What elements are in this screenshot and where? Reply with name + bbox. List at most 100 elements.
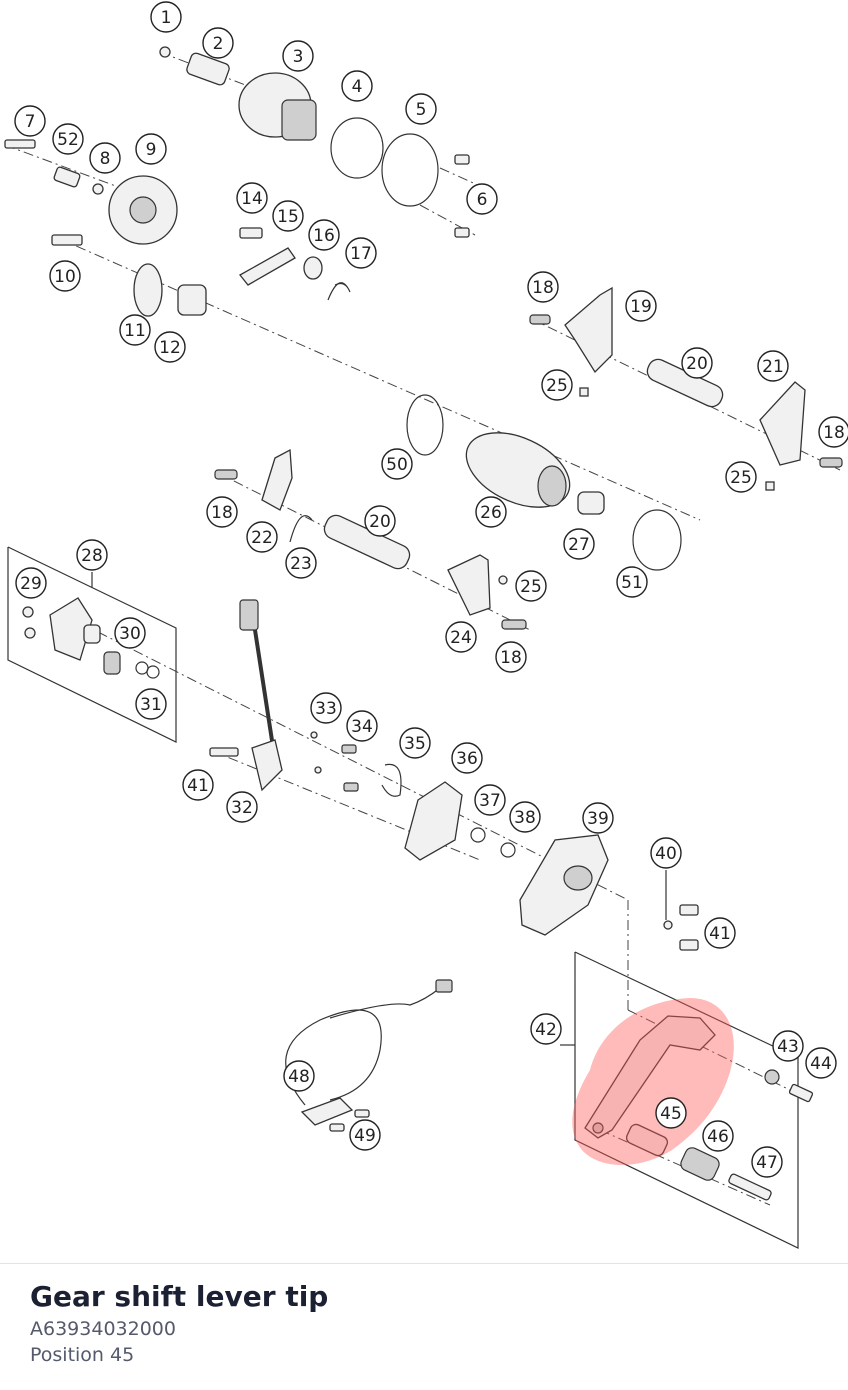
callout-number: 12: [159, 338, 181, 358]
callout-1[interactable]: 1: [150, 1, 182, 33]
callout-18[interactable]: 18: [206, 496, 238, 528]
callout-circle: [509, 801, 541, 833]
callout-32[interactable]: 32: [226, 791, 258, 823]
callout-number: 49: [354, 1126, 376, 1146]
callout-circle: [49, 260, 81, 292]
callout-number: 2: [213, 34, 224, 54]
callout-circle: [246, 521, 278, 553]
callout-50[interactable]: 50: [381, 448, 413, 480]
callout-33[interactable]: 33: [310, 692, 342, 724]
assembly-frames: [7, 546, 799, 1249]
callout-number: 19: [630, 297, 652, 317]
callout-circle: [751, 1146, 783, 1178]
callout-48[interactable]: 48: [283, 1060, 315, 1092]
callout-31[interactable]: 31: [135, 688, 167, 720]
callout-20[interactable]: 20: [681, 347, 713, 379]
callout-number: 21: [762, 357, 784, 377]
callout-26[interactable]: 26: [475, 496, 507, 528]
callout-circle: [625, 290, 657, 322]
callout-number: 27: [568, 535, 590, 555]
callout-36[interactable]: 36: [451, 742, 483, 774]
callout-circle: [119, 314, 151, 346]
callout-circle: [308, 219, 340, 251]
callout-number: 11: [124, 321, 146, 341]
callout-25[interactable]: 25: [725, 461, 757, 493]
part-number: A63934032000: [30, 1318, 176, 1340]
callout-16[interactable]: 16: [308, 219, 340, 251]
callout-10[interactable]: 10: [49, 260, 81, 292]
callout-3[interactable]: 3: [282, 40, 314, 72]
callout-38[interactable]: 38: [509, 801, 541, 833]
callout-number: 22: [251, 528, 273, 548]
callout-15[interactable]: 15: [272, 200, 304, 232]
callout-number: 40: [655, 844, 677, 864]
callout-42[interactable]: 42: [530, 1013, 562, 1045]
callout-43[interactable]: 43: [772, 1030, 804, 1062]
callout-circle: [182, 769, 214, 801]
callout-circle: [445, 621, 477, 653]
callout-14[interactable]: 14: [236, 182, 268, 214]
callout-circle: [451, 742, 483, 774]
callout-number: 48: [288, 1067, 310, 1087]
callout-35[interactable]: 35: [399, 727, 431, 759]
callout-34[interactable]: 34: [346, 710, 378, 742]
callout-24[interactable]: 24: [445, 621, 477, 653]
callout-circle: [15, 567, 47, 599]
callout-41[interactable]: 41: [704, 917, 736, 949]
callout-40[interactable]: 40: [650, 837, 682, 869]
callout-20[interactable]: 20: [364, 505, 396, 537]
callout-number: 18: [500, 648, 522, 668]
callout-25[interactable]: 25: [515, 570, 547, 602]
callout-number: 35: [404, 734, 426, 754]
callout-circle: [206, 496, 238, 528]
callout-4[interactable]: 4: [341, 70, 373, 102]
callout-2[interactable]: 2: [202, 27, 234, 59]
diagram-canvas: 1234567528914151617101112181920212518255…: [4, 1, 848, 1249]
callout-51[interactable]: 51: [616, 566, 648, 598]
callout-9[interactable]: 9: [135, 133, 167, 165]
callout-19[interactable]: 19: [625, 290, 657, 322]
callout-25[interactable]: 25: [541, 369, 573, 401]
callout-49[interactable]: 49: [349, 1119, 381, 1151]
callout-28[interactable]: 28: [76, 539, 108, 571]
callout-52[interactable]: 52: [52, 123, 84, 155]
callout-5[interactable]: 5: [405, 93, 437, 125]
callout-circle: [681, 347, 713, 379]
callout-23[interactable]: 23: [285, 547, 317, 579]
callout-18[interactable]: 18: [527, 271, 559, 303]
callout-41[interactable]: 41: [182, 769, 214, 801]
callout-18[interactable]: 18: [495, 641, 527, 673]
callout-47[interactable]: 47: [751, 1146, 783, 1178]
part-position: Position 45: [30, 1344, 135, 1366]
callout-30[interactable]: 30: [114, 617, 146, 649]
callout-12[interactable]: 12: [154, 331, 186, 363]
callout-37[interactable]: 37: [474, 784, 506, 816]
callout-11[interactable]: 11: [119, 314, 151, 346]
callout-22[interactable]: 22: [246, 521, 278, 553]
callout-circle: [76, 539, 108, 571]
callout-7[interactable]: 7: [14, 105, 46, 137]
callout-39[interactable]: 39: [582, 802, 614, 834]
callout-29[interactable]: 29: [15, 567, 47, 599]
callout-circle: [154, 331, 186, 363]
highlight-region-position-45[interactable]: [572, 998, 734, 1165]
callout-27[interactable]: 27: [563, 528, 595, 560]
callout-number: 28: [81, 546, 103, 566]
callout-number: 17: [350, 244, 372, 264]
callout-6[interactable]: 6: [466, 183, 498, 215]
callout-number: 45: [660, 1104, 682, 1124]
callout-44[interactable]: 44: [805, 1047, 837, 1079]
callout-circle: [202, 27, 234, 59]
part-shapes: [4, 46, 843, 1201]
callout-18[interactable]: 18: [818, 416, 848, 448]
callout-21[interactable]: 21: [757, 350, 789, 382]
callout-8[interactable]: 8: [89, 142, 121, 174]
callout-number: 24: [450, 628, 472, 648]
callout-circle: [52, 123, 84, 155]
callout-45[interactable]: 45: [655, 1097, 687, 1129]
callout-46[interactable]: 46: [702, 1120, 734, 1152]
callout-17[interactable]: 17: [345, 237, 377, 269]
callout-number: 47: [756, 1153, 778, 1173]
